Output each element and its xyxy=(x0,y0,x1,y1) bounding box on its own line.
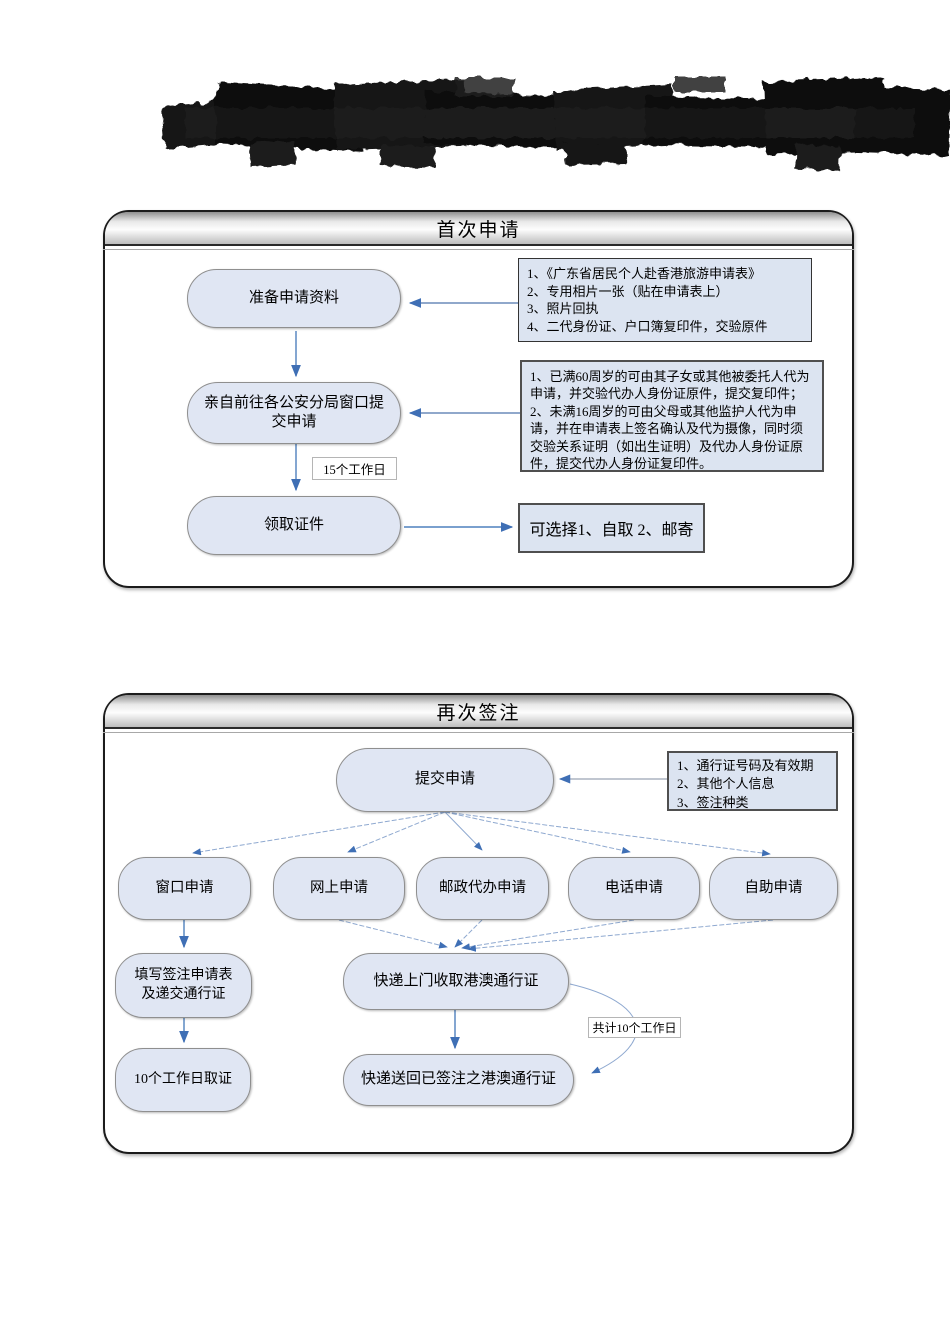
scribble-blobs xyxy=(161,76,950,171)
flow2-title: 再次签注 xyxy=(103,695,854,733)
node-collect-certificate: 领取证件 xyxy=(187,496,401,555)
node-channel-postal: 邮政代办申请 xyxy=(416,857,549,920)
note-line: 1、已满60周岁的可由其子女或其他被委托人代为申请，并交验代办人身份证原件，提交… xyxy=(530,369,810,402)
redaction-scribble xyxy=(161,76,950,171)
note-line: 2、专用相片一张（贴在申请表上） xyxy=(527,283,729,299)
node-prepare-materials: 准备申请资料 xyxy=(187,269,401,328)
node-channel-phone: 电话申请 xyxy=(568,857,700,920)
note-required-materials: 1、《广东省居民个人赴香港旅游申请表》 2、专用相片一张（贴在申请表上） 3、照… xyxy=(518,258,812,342)
note-line: 1、通行证号码及有效期 xyxy=(677,758,814,773)
flow1-title: 首次申请 xyxy=(103,212,854,250)
note-line: 3、签注种类 xyxy=(677,794,749,810)
note-application-info: 1、通行证号码及有效期 2、其他个人信息 3、签注种类 xyxy=(667,751,838,811)
note-proxy-application-rules: 1、已满60周岁的可由其子女或其他被委托人代为申请，并交验代办人身份证原件，提交… xyxy=(520,360,824,472)
note-line: 1、《广东省居民个人赴香港旅游申请表》 xyxy=(527,266,762,281)
edge-label-total-10-working-days: 共计10个工作日 xyxy=(588,1017,681,1038)
node-submit-application: 提交申请 xyxy=(336,748,554,812)
node-channel-window: 窗口申请 xyxy=(118,857,251,920)
result-collect-options: 可选择1、自取 2、邮寄 xyxy=(518,503,705,553)
node-courier-return-permit: 快递送回已签注之港澳通行证 xyxy=(343,1054,574,1106)
node-fill-endorsement-form: 填写签注申请表 及递交通行证 xyxy=(115,953,252,1018)
node-channel-online: 网上申请 xyxy=(273,857,405,920)
node-courier-pickup-permit: 快递上门收取港澳通行证 xyxy=(343,953,569,1010)
note-line: 2、其他个人信息 xyxy=(677,776,775,792)
note-line: 3、照片回执 xyxy=(527,301,599,317)
node-submit-in-person: 亲自前往各公安分局窗口提 交申请 xyxy=(187,382,401,444)
node-channel-selfservice: 自助申请 xyxy=(709,857,838,920)
note-line: 4、二代身份证、户口簿复印件，交验原件 xyxy=(527,319,768,335)
edge-label-15-working-days: 15个工作日 xyxy=(312,457,397,480)
note-line: 2、未满16周岁的可由父母或其他监护人代为申请，并在申请表上签名确认及代为摄像，… xyxy=(530,403,804,472)
node-get-cert-10-days: 10个工作日取证 xyxy=(115,1048,251,1112)
